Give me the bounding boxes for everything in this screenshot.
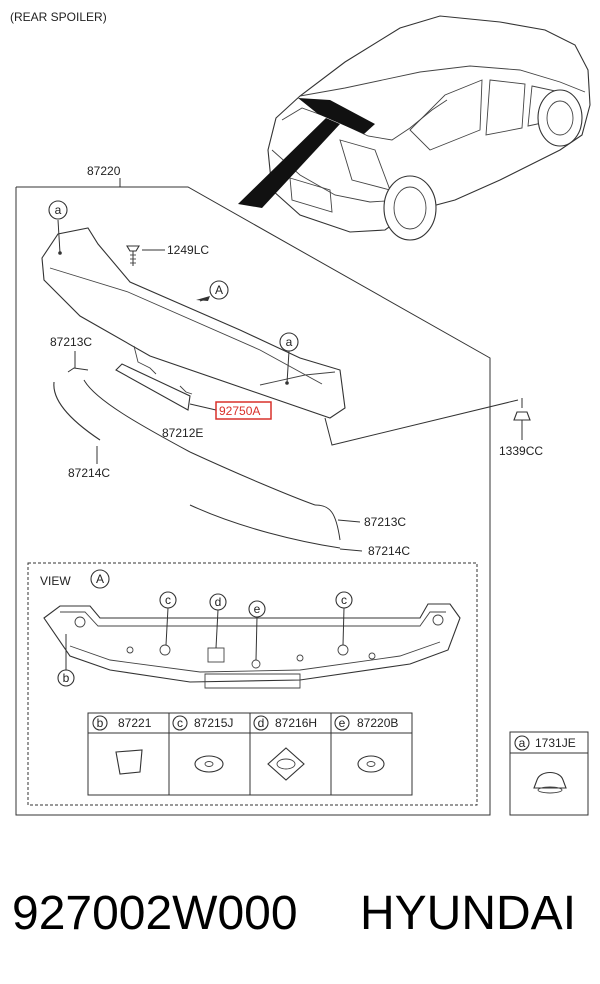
section-title: (REAR SPOILER) <box>10 10 107 24</box>
callout-lamp-92750a: 92750A <box>219 404 260 418</box>
exploded-view-frame: 87220 <box>15 164 491 816</box>
callout-molding-87213c-left: 87213C <box>50 335 92 349</box>
view-arrow: A <box>196 280 229 302</box>
legend-cell-b: b 87221 <box>92 715 152 775</box>
svg-text:b: b <box>97 716 104 730</box>
screw-part: 1249LC <box>126 243 209 266</box>
svg-text:e: e <box>254 602 261 616</box>
svg-text:a: a <box>55 203 62 217</box>
svg-text:c: c <box>341 593 347 607</box>
svg-text:d: d <box>258 716 265 730</box>
left-molding-parts: 87213C 87214C 87212E <box>50 335 316 506</box>
view-arrow-label: A <box>215 283 223 297</box>
spoiler-main-part: a a <box>41 200 346 419</box>
svg-text:a: a <box>519 736 526 750</box>
legend-table: b 87221 c 87215J d 87216H e 87220B <box>87 712 413 796</box>
callout-circle-a-lower <box>279 332 299 352</box>
svg-text:c: c <box>165 593 171 607</box>
footer-part-number: 927002W000 <box>12 887 298 940</box>
callout-molding-87214c-right: 87214C <box>368 544 410 558</box>
view-panel-letter: A <box>96 572 104 586</box>
callout-nut-1339cc: 1339CC <box>499 444 543 458</box>
view-panel-title: VIEW <box>40 574 71 588</box>
callout-circle-a-upper <box>48 200 68 220</box>
view-marker-b <box>57 669 75 687</box>
view-a-panel: VIEW A b c d e c <box>27 562 478 806</box>
nut-part: 1339CC <box>324 398 543 458</box>
callout-molding-87214c-left: 87214C <box>68 466 110 480</box>
legend-cell-c: c 87215J <box>172 715 233 773</box>
callout-molding-87212e: 87212E <box>162 426 203 440</box>
legend-part-87221: 87221 <box>118 716 152 730</box>
svg-text:b: b <box>63 671 70 685</box>
highlighted-part-box <box>215 401 272 420</box>
svg-text:e: e <box>339 716 346 730</box>
side-part-1731je: 1731JE <box>535 736 576 750</box>
svg-text:c: c <box>177 716 183 730</box>
legend-cell-d: d 87216H <box>253 715 317 781</box>
callout-molding-87213c-right: 87213C <box>364 515 406 529</box>
svg-text:d: d <box>215 595 222 609</box>
legend-part-87215j: 87215J <box>194 716 233 730</box>
svg-text:a: a <box>286 335 293 349</box>
callout-assembly-87220: 87220 <box>87 164 121 178</box>
right-molding-parts: 87213C 87214C <box>189 504 410 558</box>
legend-part-87220b: 87220B <box>357 716 398 730</box>
car-illustration <box>238 15 591 241</box>
side-part-box: a 1731JE <box>509 731 589 816</box>
legend-part-87216h: 87216H <box>275 716 317 730</box>
callout-screw-1249lc: 1249LC <box>167 243 209 257</box>
high-mount-lamp-part: 92750A <box>115 345 272 420</box>
legend-cell-e: e 87220B <box>334 715 398 773</box>
footer-brand: HYUNDAI <box>360 887 576 940</box>
